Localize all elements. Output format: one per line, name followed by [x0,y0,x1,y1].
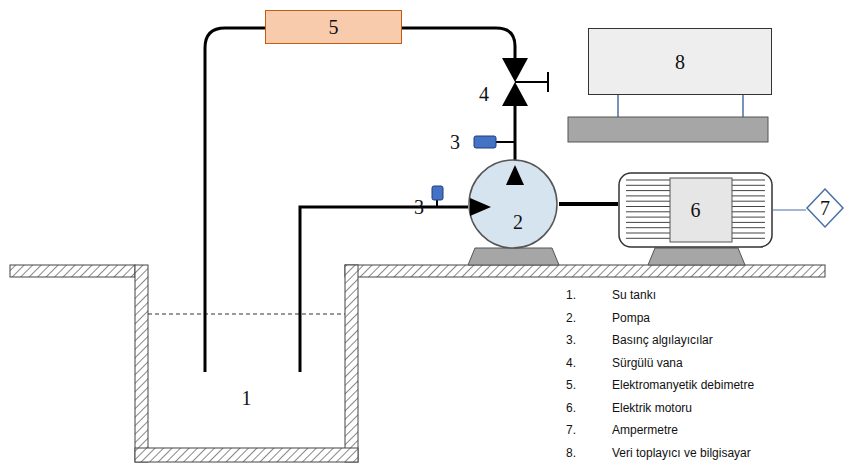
computer-monitor: 8 [588,28,772,95]
legend-entry: Elektrik motoru [612,402,692,415]
callout-number: 4 [479,83,489,105]
ammeter-diamond: 7 [806,188,844,228]
legend-entry: 6. [566,402,576,415]
tank-wall [135,265,148,462]
legend-entry: 3. [566,334,576,347]
legend-entry: Veri toplayıcı ve bilgisayar [612,447,751,460]
legend-entry: 7. [566,424,576,437]
sensor-stem [496,141,515,143]
tank-bottom [135,448,358,462]
water-level [148,314,345,315]
pump-base [468,248,559,265]
legend-entry: Pompa [612,312,650,325]
callout-number: 1 [242,388,252,408]
discharge-pipe [514,106,517,162]
monitor-stand [742,95,744,117]
legend-entry: Ampermetre [612,424,678,437]
callout-number: 3 [414,196,424,218]
legend-entry: Sürgülü vana [612,357,683,370]
legend-entry: 2. [566,312,576,325]
callout-number: 5 [329,17,339,37]
legend-entry: Su tankı [612,289,656,302]
pressure-sensor [432,186,443,200]
ammeter-wire [773,209,806,210]
ground [345,265,825,277]
valve-symbol [502,58,528,82]
callout-number: 8 [675,52,685,72]
tank-wall [345,265,358,462]
legend-entry: 1. [566,289,576,302]
callout-number: 3 [450,131,460,153]
motor-shaft [559,202,618,206]
legend-entry: 5. [566,379,576,392]
legend-entry: Basınç algılayıcılar [612,334,713,347]
callout-number: 6 [691,200,701,220]
water-tank: 1 [150,320,343,446]
callout-number: 7 [820,198,830,218]
pump-circle-outline [467,158,559,250]
suction-pipe [300,207,468,372]
legend-entry: 8. [566,447,576,460]
valve-handle [547,72,549,92]
electric-motor: 6 [618,172,773,248]
pressure-sensor [474,136,496,148]
legend-entry: 4. [566,357,576,370]
legend-entry: Elektromanyetik debimetre [612,379,754,392]
pump-circle: 2 [467,158,559,250]
flowmeter-box: 5 [265,10,402,44]
motor-base [648,248,745,265]
callout-number: 2 [513,212,523,232]
computer-base [568,117,768,142]
monitor-stand [617,95,619,117]
valve-symbol [502,82,528,106]
valve-handle [515,81,548,83]
ground [10,265,135,277]
